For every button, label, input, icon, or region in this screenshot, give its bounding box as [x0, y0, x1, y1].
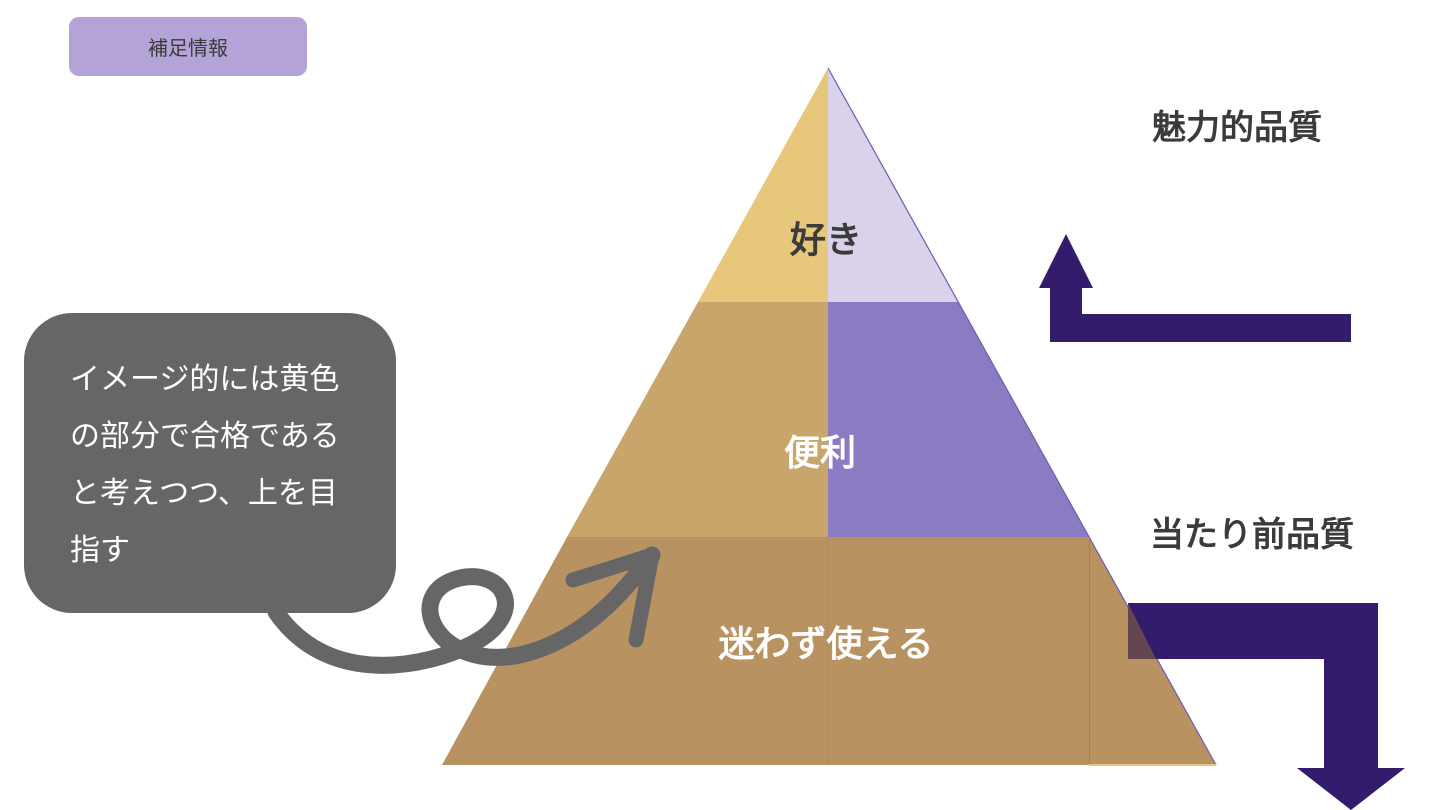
- pyramid-middle-left: [567, 302, 828, 537]
- arrow-up: [1039, 234, 1351, 342]
- supplementary-info-tag: 補足情報: [69, 17, 307, 76]
- pyramid-middle-right: [828, 302, 1089, 537]
- pyramid-top-left: [698, 68, 828, 302]
- callout-box: イメージ的には黄色 の部分で合格である と考えつつ、上を目 指す: [24, 313, 396, 613]
- callout-line: の部分で合格である: [70, 419, 340, 454]
- pyramid-bottom: [442, 537, 1216, 765]
- callout-line: と考えつつ、上を目: [70, 476, 338, 511]
- pyramid-bottom-frame: [1089, 537, 1090, 765]
- callout-line: 指す: [70, 533, 130, 568]
- arrow-overlap: [1128, 603, 1156, 659]
- pyramid-label-middle: 便利: [784, 433, 856, 474]
- must-be-quality-label: 当たり前品質: [1150, 515, 1354, 555]
- callout-line: イメージ的には黄色: [70, 362, 340, 397]
- attractive-quality-label: 魅力的品質: [1152, 108, 1322, 148]
- pyramid-label-top: 好き: [789, 220, 862, 261]
- connector-curl-arrow: [267, 546, 661, 674]
- pyramid-label-bottom: 迷わず使える: [719, 624, 934, 665]
- connector-arrowhead: [565, 547, 660, 648]
- arrow-down: [1128, 603, 1405, 810]
